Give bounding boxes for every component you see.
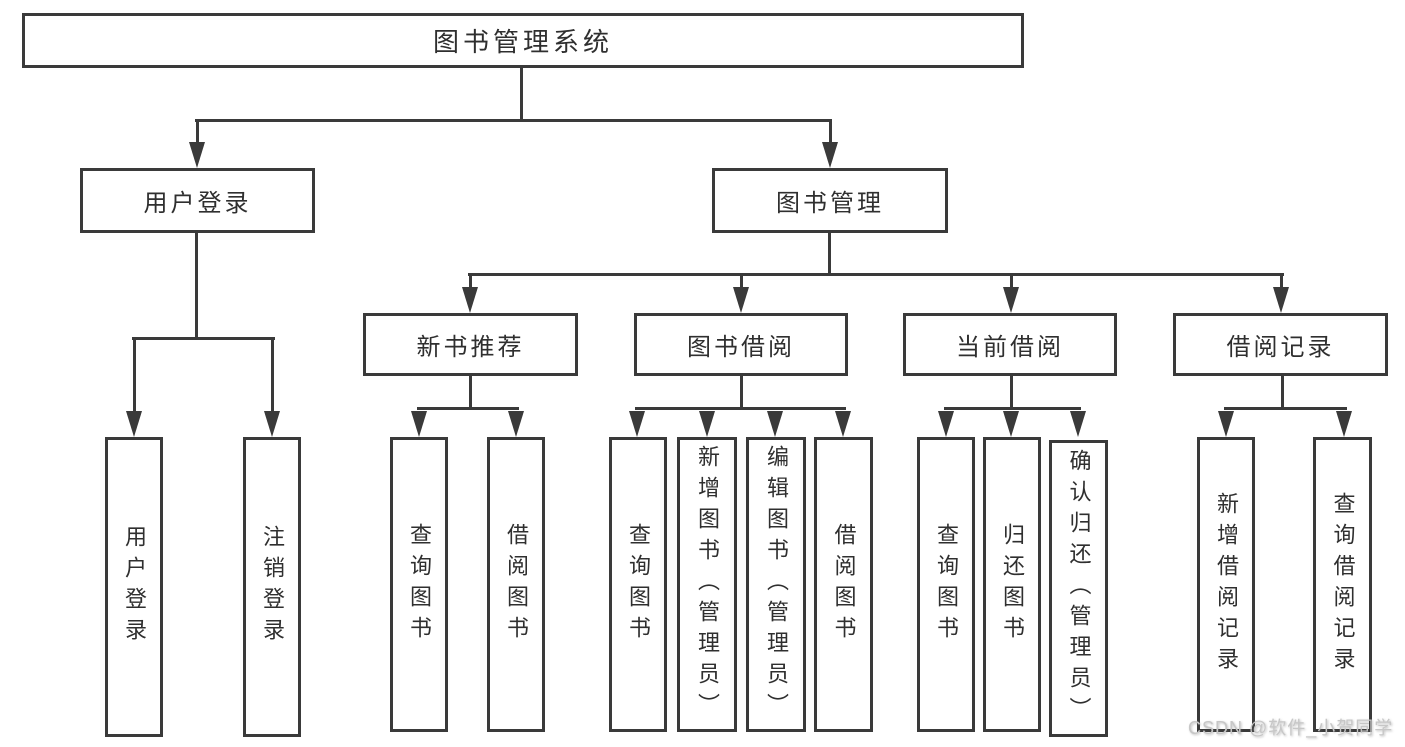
arrow-down-icon: [508, 411, 524, 437]
leaf-br-add-record-label: 新增借阅记录: [1214, 491, 1239, 678]
connector-group2-stem: [740, 376, 743, 409]
arrow-down-icon: [264, 411, 280, 437]
node-book-management: 图书管理: [712, 168, 948, 233]
leaf-bb-edit-books-admin: 编辑图书（管理员）: [746, 437, 806, 732]
node-book-borrowing-label: 图书借阅: [687, 334, 795, 361]
connector-user-arrow-stem: [196, 122, 199, 144]
leaf-nbr-query-books-label: 查询图书: [407, 522, 432, 647]
leaf-cb-query-books-label: 查询图书: [934, 522, 959, 647]
leaf-bb-edit-books-admin-label: 编辑图书（管理员）: [764, 445, 789, 724]
leaf-bb-add-books-admin: 新增图书（管理员）: [677, 437, 737, 732]
connector-l3-stem-3: [1010, 276, 1013, 289]
leaf-nbr-query-books: 查询图书: [390, 437, 448, 732]
connector-group1-bar: [417, 407, 519, 410]
node-current-borrowing-label: 当前借阅: [956, 334, 1064, 361]
leaf-bb-query-books-label: 查询图书: [626, 522, 651, 647]
arrow-down-icon: [1336, 411, 1352, 437]
arrow-down-icon: [822, 142, 838, 168]
leaf-cb-query-books: 查询图书: [917, 437, 975, 732]
arrow-down-icon: [189, 142, 205, 168]
arrow-down-icon: [462, 287, 478, 313]
arrow-down-icon: [835, 411, 851, 437]
arrow-down-icon: [767, 411, 783, 437]
connector-book-stem: [828, 233, 831, 275]
node-borrowing-records-label: 借阅记录: [1226, 334, 1335, 361]
arrow-down-icon: [629, 411, 645, 437]
connector-group1-stem: [469, 376, 472, 409]
connector-group4-bar: [1224, 407, 1347, 410]
node-user-login: 用户登录: [80, 168, 315, 233]
leaf-bb-add-books-admin-label: 新增图书（管理员）: [695, 445, 720, 724]
csdn-watermark: CSDN @软件_小贺同学: [1188, 718, 1394, 738]
leaf-logout-label: 注销登录: [260, 525, 285, 649]
leaf-bb-borrow-books: 借阅图书: [814, 437, 873, 732]
arrow-down-icon: [411, 411, 427, 437]
connector-user-child2-stem: [271, 340, 274, 413]
connector-group2-bar: [635, 407, 846, 410]
leaf-cb-confirm-return-admin-label: 确认归还（管理员）: [1066, 449, 1092, 728]
arrow-down-icon: [126, 411, 142, 437]
connector-user-child1-stem: [133, 340, 136, 413]
connector-group4-stem: [1281, 376, 1284, 409]
arrow-down-icon: [1070, 411, 1086, 437]
arrow-down-icon: [1273, 287, 1289, 313]
leaf-cb-return-books-label: 归还图书: [1000, 522, 1025, 647]
node-borrowing-records: 借阅记录: [1173, 313, 1388, 376]
node-book-borrowing: 图书借阅: [634, 313, 848, 376]
leaf-nbr-borrow-books-label: 借阅图书: [504, 522, 529, 647]
leaf-br-query-record-label: 查询借阅记录: [1330, 491, 1356, 678]
connector-level3-bar: [468, 273, 1284, 276]
node-book-management-label: 图书管理: [776, 190, 884, 217]
leaf-bb-borrow-books-label: 借阅图书: [831, 522, 857, 647]
connector-root-stem: [520, 68, 523, 122]
arrow-down-icon: [1003, 287, 1019, 313]
connector-book-arrow-stem: [829, 122, 832, 144]
leaf-cb-confirm-return-admin: 确认归还（管理员）: [1049, 440, 1108, 737]
arrow-down-icon: [733, 287, 749, 313]
node-root-label: 图书管理系统: [432, 27, 613, 57]
leaf-user-login-label: 用户登录: [122, 525, 147, 649]
connector-group3-stem: [1010, 376, 1013, 409]
leaf-br-query-record: 查询借阅记录: [1313, 437, 1372, 732]
connector-level2-bar: [195, 119, 832, 122]
leaf-br-add-record: 新增借阅记录: [1197, 437, 1255, 732]
leaf-logout: 注销登录: [243, 437, 301, 737]
connector-l3-stem-2: [740, 276, 743, 289]
leaf-user-login: 用户登录: [105, 437, 163, 737]
leaf-cb-return-books: 归还图书: [983, 437, 1041, 732]
arrow-down-icon: [1218, 411, 1234, 437]
node-new-book-recommend-label: 新书推荐: [416, 334, 525, 361]
leaf-nbr-borrow-books: 借阅图书: [487, 437, 545, 732]
connector-user-bar: [132, 337, 275, 340]
node-new-book-recommend: 新书推荐: [363, 313, 578, 376]
arrow-down-icon: [699, 411, 715, 437]
connector-l3-stem-1: [469, 276, 472, 289]
connector-user-stem: [195, 233, 198, 339]
node-user-login-label: 用户登录: [143, 190, 252, 217]
node-current-borrowing: 当前借阅: [903, 313, 1117, 376]
leaf-bb-query-books: 查询图书: [609, 437, 667, 732]
connector-group3-bar: [944, 407, 1081, 410]
arrow-down-icon: [1003, 411, 1019, 437]
arrow-down-icon: [938, 411, 954, 437]
node-root: 图书管理系统: [22, 13, 1024, 68]
connector-l3-stem-4: [1280, 276, 1283, 289]
